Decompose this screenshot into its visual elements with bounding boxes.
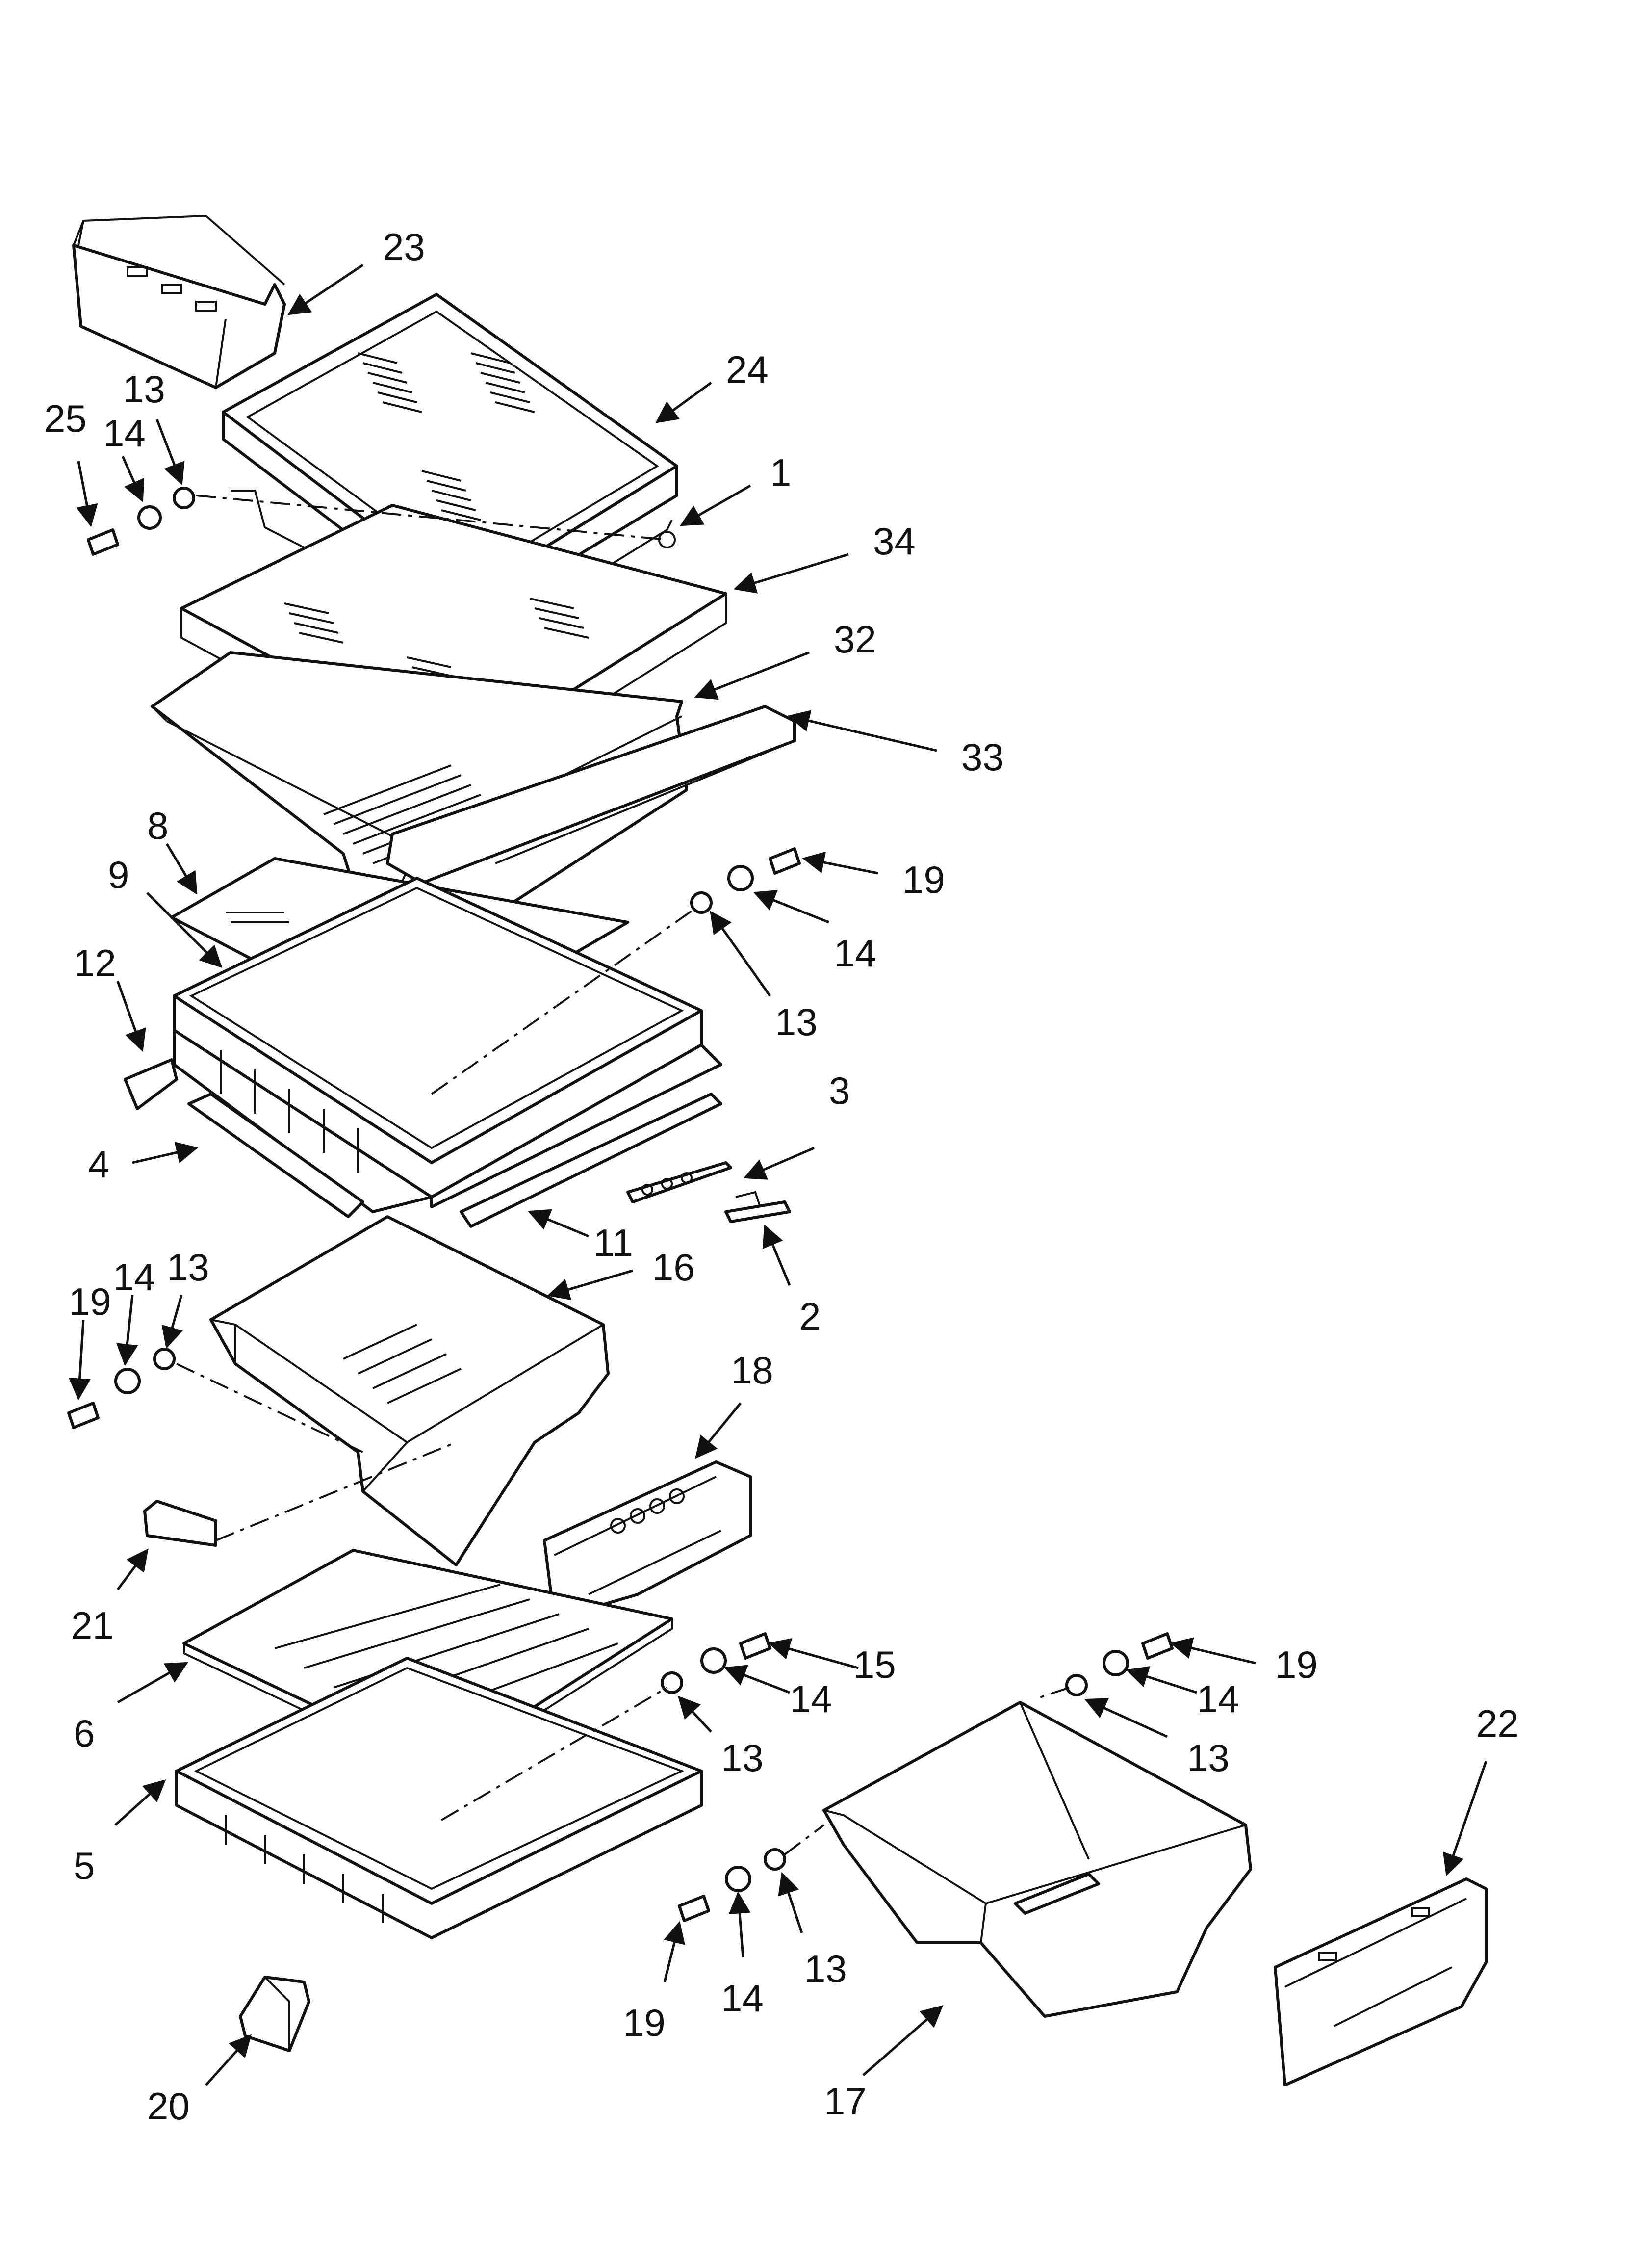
slide-3 [626, 1161, 732, 1203]
callout-32: 32 [834, 618, 876, 661]
diagram-extra-labels: 14 [1197, 1677, 1239, 1721]
callout-labels: 23 24 13 25 14 1 34 32 33 8 9 19 14 12 1… [44, 225, 1519, 2128]
callout-11: 11 [593, 1221, 633, 1264]
callout-14: 14 [113, 1255, 155, 1299]
callout-8: 8 [147, 804, 168, 847]
callout-33: 33 [961, 735, 1004, 779]
bin-23 [72, 214, 286, 389]
callout-18: 18 [731, 1349, 773, 1392]
callout-23: 23 [383, 225, 425, 268]
frame-5 [175, 1657, 703, 1939]
callout-19: 19 [1275, 1643, 1318, 1686]
callout-6: 6 [74, 1712, 95, 1755]
rail-11 [460, 1093, 722, 1228]
callout-19: 19 [623, 2001, 666, 2044]
callout-19: 19 [902, 858, 945, 901]
drawer-17 [822, 1701, 1252, 2018]
housing-front [173, 1029, 722, 1213]
callout-13: 13 [721, 1736, 764, 1779]
callout-5: 5 [74, 1844, 95, 1887]
callout-22: 22 [1476, 1702, 1519, 1745]
callout-14: 14 [1197, 1677, 1239, 1721]
callout-4: 4 [88, 1143, 109, 1186]
callout-13: 13 [167, 1246, 209, 1289]
callout-17: 17 [824, 2080, 867, 2123]
callout-25: 25 [44, 397, 87, 440]
callout-13: 13 [775, 1000, 818, 1043]
rail-4 [187, 1093, 364, 1218]
callout-3: 3 [829, 1069, 850, 1112]
cap-20 [239, 1976, 310, 2052]
callout-13: 13 [1187, 1736, 1230, 1779]
callout-13: 13 [804, 1947, 847, 1990]
callout-24: 24 [726, 348, 769, 391]
callout-12: 12 [74, 941, 116, 985]
cover-33 [386, 705, 796, 885]
callout-14: 14 [721, 1977, 764, 2020]
cover-12 [124, 1058, 178, 1110]
callout-20: 20 [147, 2085, 190, 2128]
callout-14: 14 [790, 1677, 832, 1721]
callout-14: 14 [834, 932, 876, 975]
drawer-front-18 [543, 1460, 752, 1620]
leader-lines [69, 263, 1488, 2086]
callout-2: 2 [799, 1295, 821, 1338]
callout-16: 16 [652, 1246, 695, 1289]
callout-34: 34 [873, 520, 916, 563]
callout-21: 21 [71, 1604, 114, 1647]
drawer-front-22 [1274, 1877, 1488, 2086]
callout-1: 1 [770, 451, 791, 494]
shelf-frame-24 [222, 293, 678, 625]
clip-2 [724, 1191, 791, 1223]
callout-14: 14 [103, 412, 146, 455]
crisper-drawer-16 [209, 1215, 610, 1566]
alignment-lines [176, 495, 1070, 1855]
clip-21 [143, 1500, 217, 1547]
fasteners [67, 487, 1174, 1922]
callout-19: 19 [69, 1280, 111, 1323]
callout-13: 13 [123, 367, 165, 411]
callout-9: 9 [108, 853, 129, 896]
callout-15: 15 [853, 1643, 896, 1686]
